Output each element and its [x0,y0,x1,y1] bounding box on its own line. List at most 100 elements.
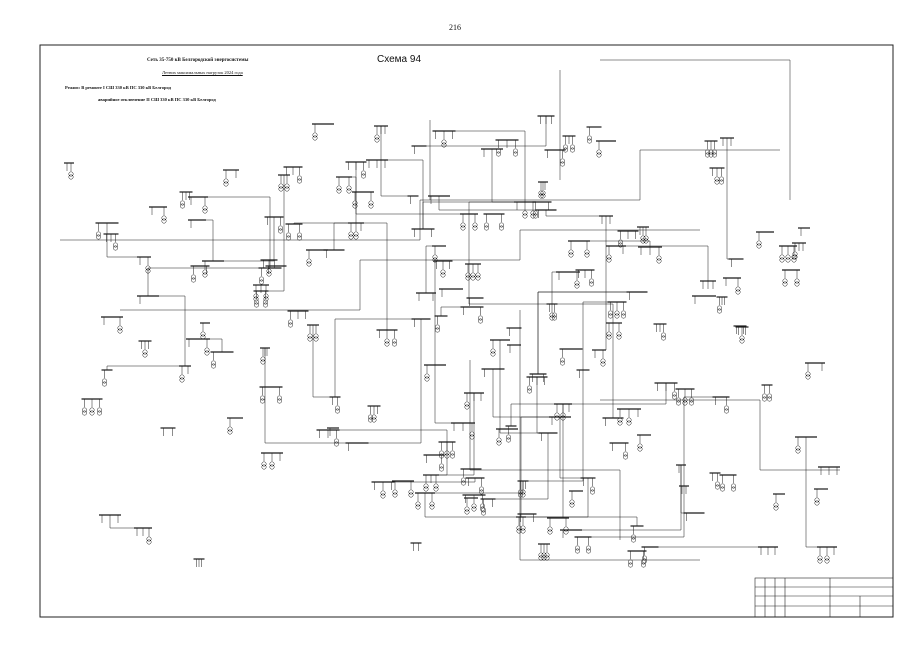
wire-segment [520,416,560,517]
transformer-winding [522,210,528,216]
transformer-winding [223,178,229,184]
drawing-frame [39,44,894,618]
transformer-winding [392,489,398,495]
transformer-winding [518,492,523,498]
transformer-winding [472,225,478,231]
transformer-winding [380,493,386,499]
transformer-winding [538,552,544,558]
transformer-winding [584,249,590,255]
transformer-winding [278,225,283,231]
transformer-winding [516,528,522,534]
transformer-winding [618,239,623,245]
transformer-winding [682,397,688,403]
transformer-winding [782,281,788,287]
transformer-winding [429,504,435,510]
transformer-winding [618,242,623,248]
transformer-winding [211,360,216,366]
wire-segment [559,417,588,479]
transformer-winding [146,539,152,545]
transformer-winding [643,235,649,241]
transformer-winding [587,135,592,141]
transformer-winding [616,331,622,337]
wire-segment [425,245,439,293]
transformer-winding [353,231,359,237]
transformer-winding [527,385,532,391]
transformer-winding [682,400,688,406]
transformer-winding [368,414,373,420]
transformer-winding [307,333,313,339]
transformer-winding [496,151,501,157]
network-subtitle: Летних максимальных нагрузок 2024 года [162,70,243,75]
transformer-winding [368,203,374,209]
transformer-winding [499,222,504,228]
transformer-winding [560,158,565,164]
transformer-winding [435,324,440,330]
wire-segment [545,210,606,217]
transformer-winding [621,313,626,319]
transformer-winding [260,395,265,401]
transformer-winding [628,562,633,568]
transformer-winding [371,417,377,423]
transformer-winding [731,486,736,492]
transformer-winding [824,555,830,561]
transformer-winding [608,310,613,316]
transformer-winding [538,555,544,561]
transformer-winding [614,310,620,316]
transformer-winding [544,555,550,561]
transformer-winding [472,222,478,228]
transformer-winding [380,490,386,496]
transformer-winding [432,257,438,263]
wire-segment [434,365,463,424]
wire-segment [510,403,563,426]
wire-segment [328,429,448,442]
transformer-winding [277,395,282,401]
wire-segment [805,437,827,548]
transformer-winding [714,179,720,185]
wire-segment [571,465,682,531]
transformer-winding [513,148,518,154]
wire-segment [383,478,476,483]
transformer-winding [371,414,377,420]
transformer-winding [570,144,575,150]
transformer-winding [475,275,481,281]
transformer-winding [465,275,471,281]
transformer-winding [520,525,526,531]
transformer-winding [724,405,729,411]
transformer-winding [506,437,511,443]
transformer-winding [441,142,447,148]
transformer-winding [631,534,636,540]
transformer-winding [441,139,447,145]
transformer-winding [191,274,196,280]
transformer-winding [617,420,623,426]
transformer-winding [102,378,107,384]
transformer-winding [661,335,666,341]
transformer-winding [575,545,580,551]
transformer-winding [440,269,446,275]
transformer-winding [374,137,380,143]
wire-segment [558,404,564,519]
transformer-winding [575,548,580,554]
transformer-winding [547,529,553,535]
transformer-winding [439,453,444,459]
transformer-winding [202,269,208,275]
transformer-winding [642,558,647,564]
transformer-winding [569,499,575,505]
transformer-winding [568,249,574,255]
transformer-winding [96,231,101,237]
transformer-winding [479,489,484,495]
transformer-winding [568,252,574,258]
transformer-winding [712,149,717,155]
wire-segment [537,291,637,374]
transformer-winding [590,486,595,492]
transformer-winding [260,359,266,365]
transformer-winding [227,426,233,432]
transformer-winding [259,276,264,282]
transformer-winding [97,407,102,413]
transformer-winding [470,272,476,278]
wire-segment [551,271,568,304]
transformer-winding [297,235,302,241]
transformer-winding [102,381,107,387]
wire-segment [523,370,584,482]
transformer-winding [590,489,595,495]
wire-segment [422,201,542,229]
